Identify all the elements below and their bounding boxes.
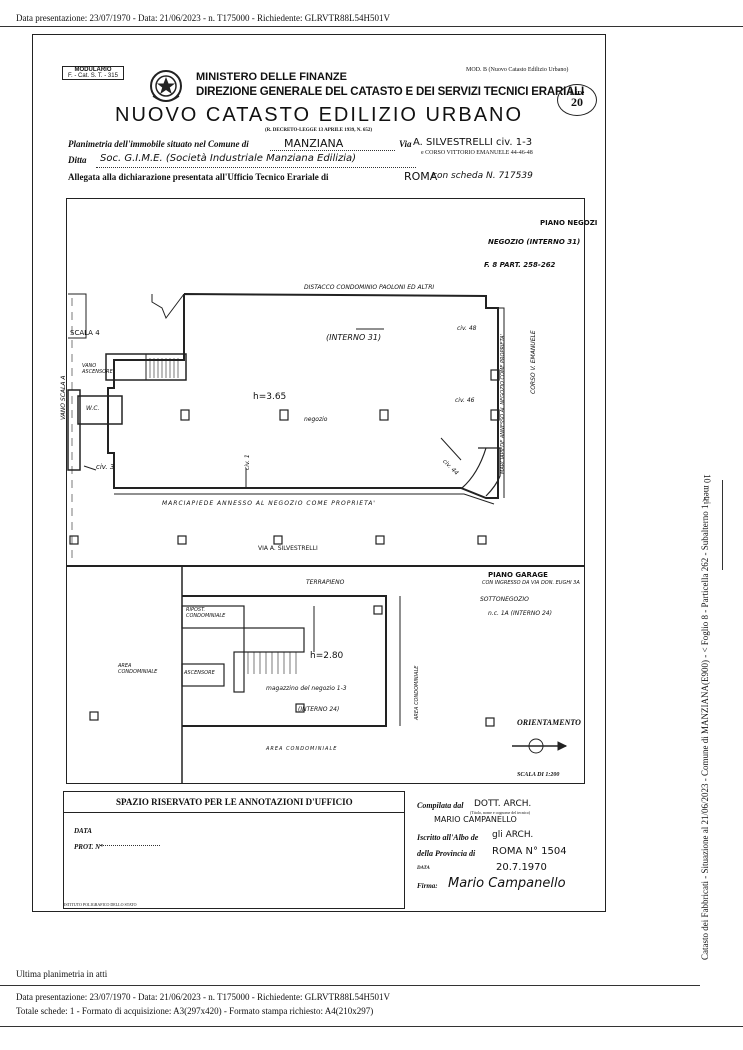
top-marciapiede-label: MARCIAPIEDE ANNESSO AL NEGOZIO COME PROP… <box>162 500 376 507</box>
footer-divider <box>0 985 700 986</box>
annotations-title: SPAZIO RISERVATO PER LE ANNOTAZIONI D'UF… <box>116 797 353 807</box>
istituto-label: ISTITUTO POLIGRAFICO DELLO STATO <box>64 902 137 907</box>
top-wc-label: W.C. <box>86 405 100 412</box>
firma-label: Firma: <box>417 882 438 890</box>
footer-line-2: Totale schede: 1 - Formato di acquisizio… <box>16 1006 374 1016</box>
side-scale-bar <box>722 480 723 570</box>
header-divider <box>0 26 743 27</box>
plan-top-box <box>66 198 585 566</box>
comune-line: Planimetria dell'immobile situato nel Co… <box>68 139 249 149</box>
bottom-altezza-label: h=2.80 <box>310 651 344 661</box>
bottom-interno-label: (INTERNO 24) <box>298 706 340 713</box>
iscritto-label: Iscritto all'Albo de <box>417 833 479 842</box>
bottom-sottonegozio-label: SOTTONEGOZIO <box>480 596 529 603</box>
provincia-value: ROMA N° 1504 <box>492 846 567 857</box>
annotations-prot-line <box>100 845 160 846</box>
price-value: 20 <box>571 95 583 109</box>
annotations-data-label: DATA <box>74 827 92 835</box>
header-top-line: Data presentazione: 23/07/1970 - Data: 2… <box>16 13 391 23</box>
top-vano-ascensore-label: VANO ASCENSORE <box>82 363 113 375</box>
compilata-sub: (Titolo, nome e cognome del tecnico) <box>470 810 531 815</box>
top-civ1-label: civ. 1 <box>244 454 251 470</box>
top-marciapiede-side-label: MARCIAPIEDE ANNESSO AL NEGOZIO COME PROP… <box>500 334 506 474</box>
top-foglio-label: F. 8 PART. 258-262 <box>484 261 556 269</box>
top-piano-label: PIANO NEGOZI <box>540 219 598 227</box>
side-catasto-text: Catasto dei Fabbricati - Situazione al 2… <box>700 497 710 960</box>
bottom-magazzino-label: magazzino del negozio 1-3 <box>266 685 347 692</box>
top-distacco-label: DISTACCO CONDOMINIO PAOLONI ED ALTRI <box>304 284 435 291</box>
plan-top-drawing <box>67 293 505 558</box>
top-altezza-label: h=3.65 <box>253 392 287 402</box>
modulario-label: MODULARIO <box>74 67 112 73</box>
price-badge: Lire 20 <box>557 84 597 116</box>
ditta-label: Ditta <box>68 155 87 165</box>
comune-label: Planimetria dell'immobile situato nel Co… <box>68 139 249 149</box>
directorate-name: DIREZIONE GENERALE DEL CATASTO E DEI SER… <box>196 86 584 98</box>
bottom-area-label: AREA CONDOMINIALE <box>266 746 338 752</box>
ministry-name: MINISTERO DELLE FINANZE <box>196 71 347 83</box>
bottom-ripost-label: RIPOST. CONDOMINIALE <box>186 607 226 619</box>
bottom-ascensore-label: ASCENSORE <box>184 670 215 676</box>
top-civ3-label: civ. 3 <box>96 463 115 471</box>
emblem-icon <box>148 66 184 111</box>
document-frame <box>32 34 606 912</box>
top-vano-scala-label: VANO SCALA A <box>60 375 67 420</box>
data2-value: 20.7.1970 <box>496 862 547 873</box>
bottom-terrapieno-label: TERRAPIENO <box>306 579 345 586</box>
top-scala-label: SCALA 4 <box>70 329 100 337</box>
annotations-prot-label: PROT. N° <box>74 843 103 851</box>
via-value-2: e CORSO VITTORIO EMANUELE 44-46-48 <box>421 150 533 156</box>
top-negozio-label: NEGOZIO (INTERNO 31) <box>488 238 581 246</box>
footer-bottom-divider <box>0 1026 743 1027</box>
allegata-city: ROMA <box>404 170 438 183</box>
model-label: MOD. B (Nuovo Catasto Edilizio Urbano) <box>466 67 569 73</box>
top-via-label: VIA A. SILVESTRELLI <box>258 545 318 552</box>
document-title: NUOVO CATASTO EDILIZIO URBANO <box>115 104 524 126</box>
annotations-box <box>63 791 405 909</box>
orientamento-label: ORIENTAMENTO <box>517 718 581 727</box>
plan-bottom-drawing <box>89 566 568 784</box>
modulario-box: MODULARIO F. - Cat. S. T. - 315 <box>62 66 124 80</box>
footer-line-1: Data presentazione: 23/07/1970 - Data: 2… <box>16 992 391 1002</box>
top-civ48-label: civ. 48 <box>457 325 477 332</box>
top-corso-label: CORSO V. EMANUELE <box>530 330 537 394</box>
top-civ46-label: civ. 46 <box>455 397 475 404</box>
bottom-ingresso-label: CON INGRESSO DA VIA DON. EUGHI 3A <box>482 580 580 586</box>
comune-underline <box>270 150 395 151</box>
firma-signature: Mario Campanello <box>448 876 566 891</box>
ditta-value: Soc. G.I.M.E. (Società Industriale Manzi… <box>100 153 357 164</box>
iscritto-value: gli ARCH. <box>492 830 534 840</box>
allegata-label: Allegata alla dichiarazione presentata a… <box>68 172 329 182</box>
bottom-numero-label: n.c. 1A (INTERNO 24) <box>488 610 552 617</box>
plan-bottom-box <box>66 566 585 784</box>
provincia-label: della Provincia di <box>417 849 476 858</box>
price-label: Lire <box>569 88 585 97</box>
compilata-value: DOTT. ARCH. <box>474 799 532 809</box>
comune-value: MANZIANA <box>284 137 344 150</box>
compilata-name: MARIO CAMPANELLO <box>434 815 517 824</box>
top-interno-label: (INTERNO 31) <box>326 333 382 342</box>
data2-label: DATA <box>417 866 430 871</box>
annotations-divider <box>63 812 405 813</box>
top-negozio-room-label: negozio <box>304 416 328 423</box>
footer-ultima: Ultima planimetria in atti <box>16 969 108 979</box>
scala-label: SCALA DI 1:200 <box>517 772 560 778</box>
via-label: Via <box>399 139 412 149</box>
bottom-piano-label: PIANO GARAGE <box>488 571 548 579</box>
bottom-area-cond-label: AREA CONDOMINIALE <box>118 663 158 675</box>
ditta-underline <box>96 167 416 168</box>
via-value: A. SILVESTRELLI civ. 1-3 <box>413 137 533 148</box>
compilata-label: Compilata dal <box>417 801 464 810</box>
decree-line: (R. DECRETO-LEGGE 13 APRILE 1939, N. 652… <box>265 128 373 133</box>
side-scale-text: 10 metri <box>702 474 712 505</box>
bottom-area-cond-right-label: AREA CONDOMINIALE <box>414 665 420 720</box>
scheda-number: con scheda N. 717539 <box>432 171 533 181</box>
modulario-code: F. - Cat. S. T. - 315 <box>68 73 118 79</box>
